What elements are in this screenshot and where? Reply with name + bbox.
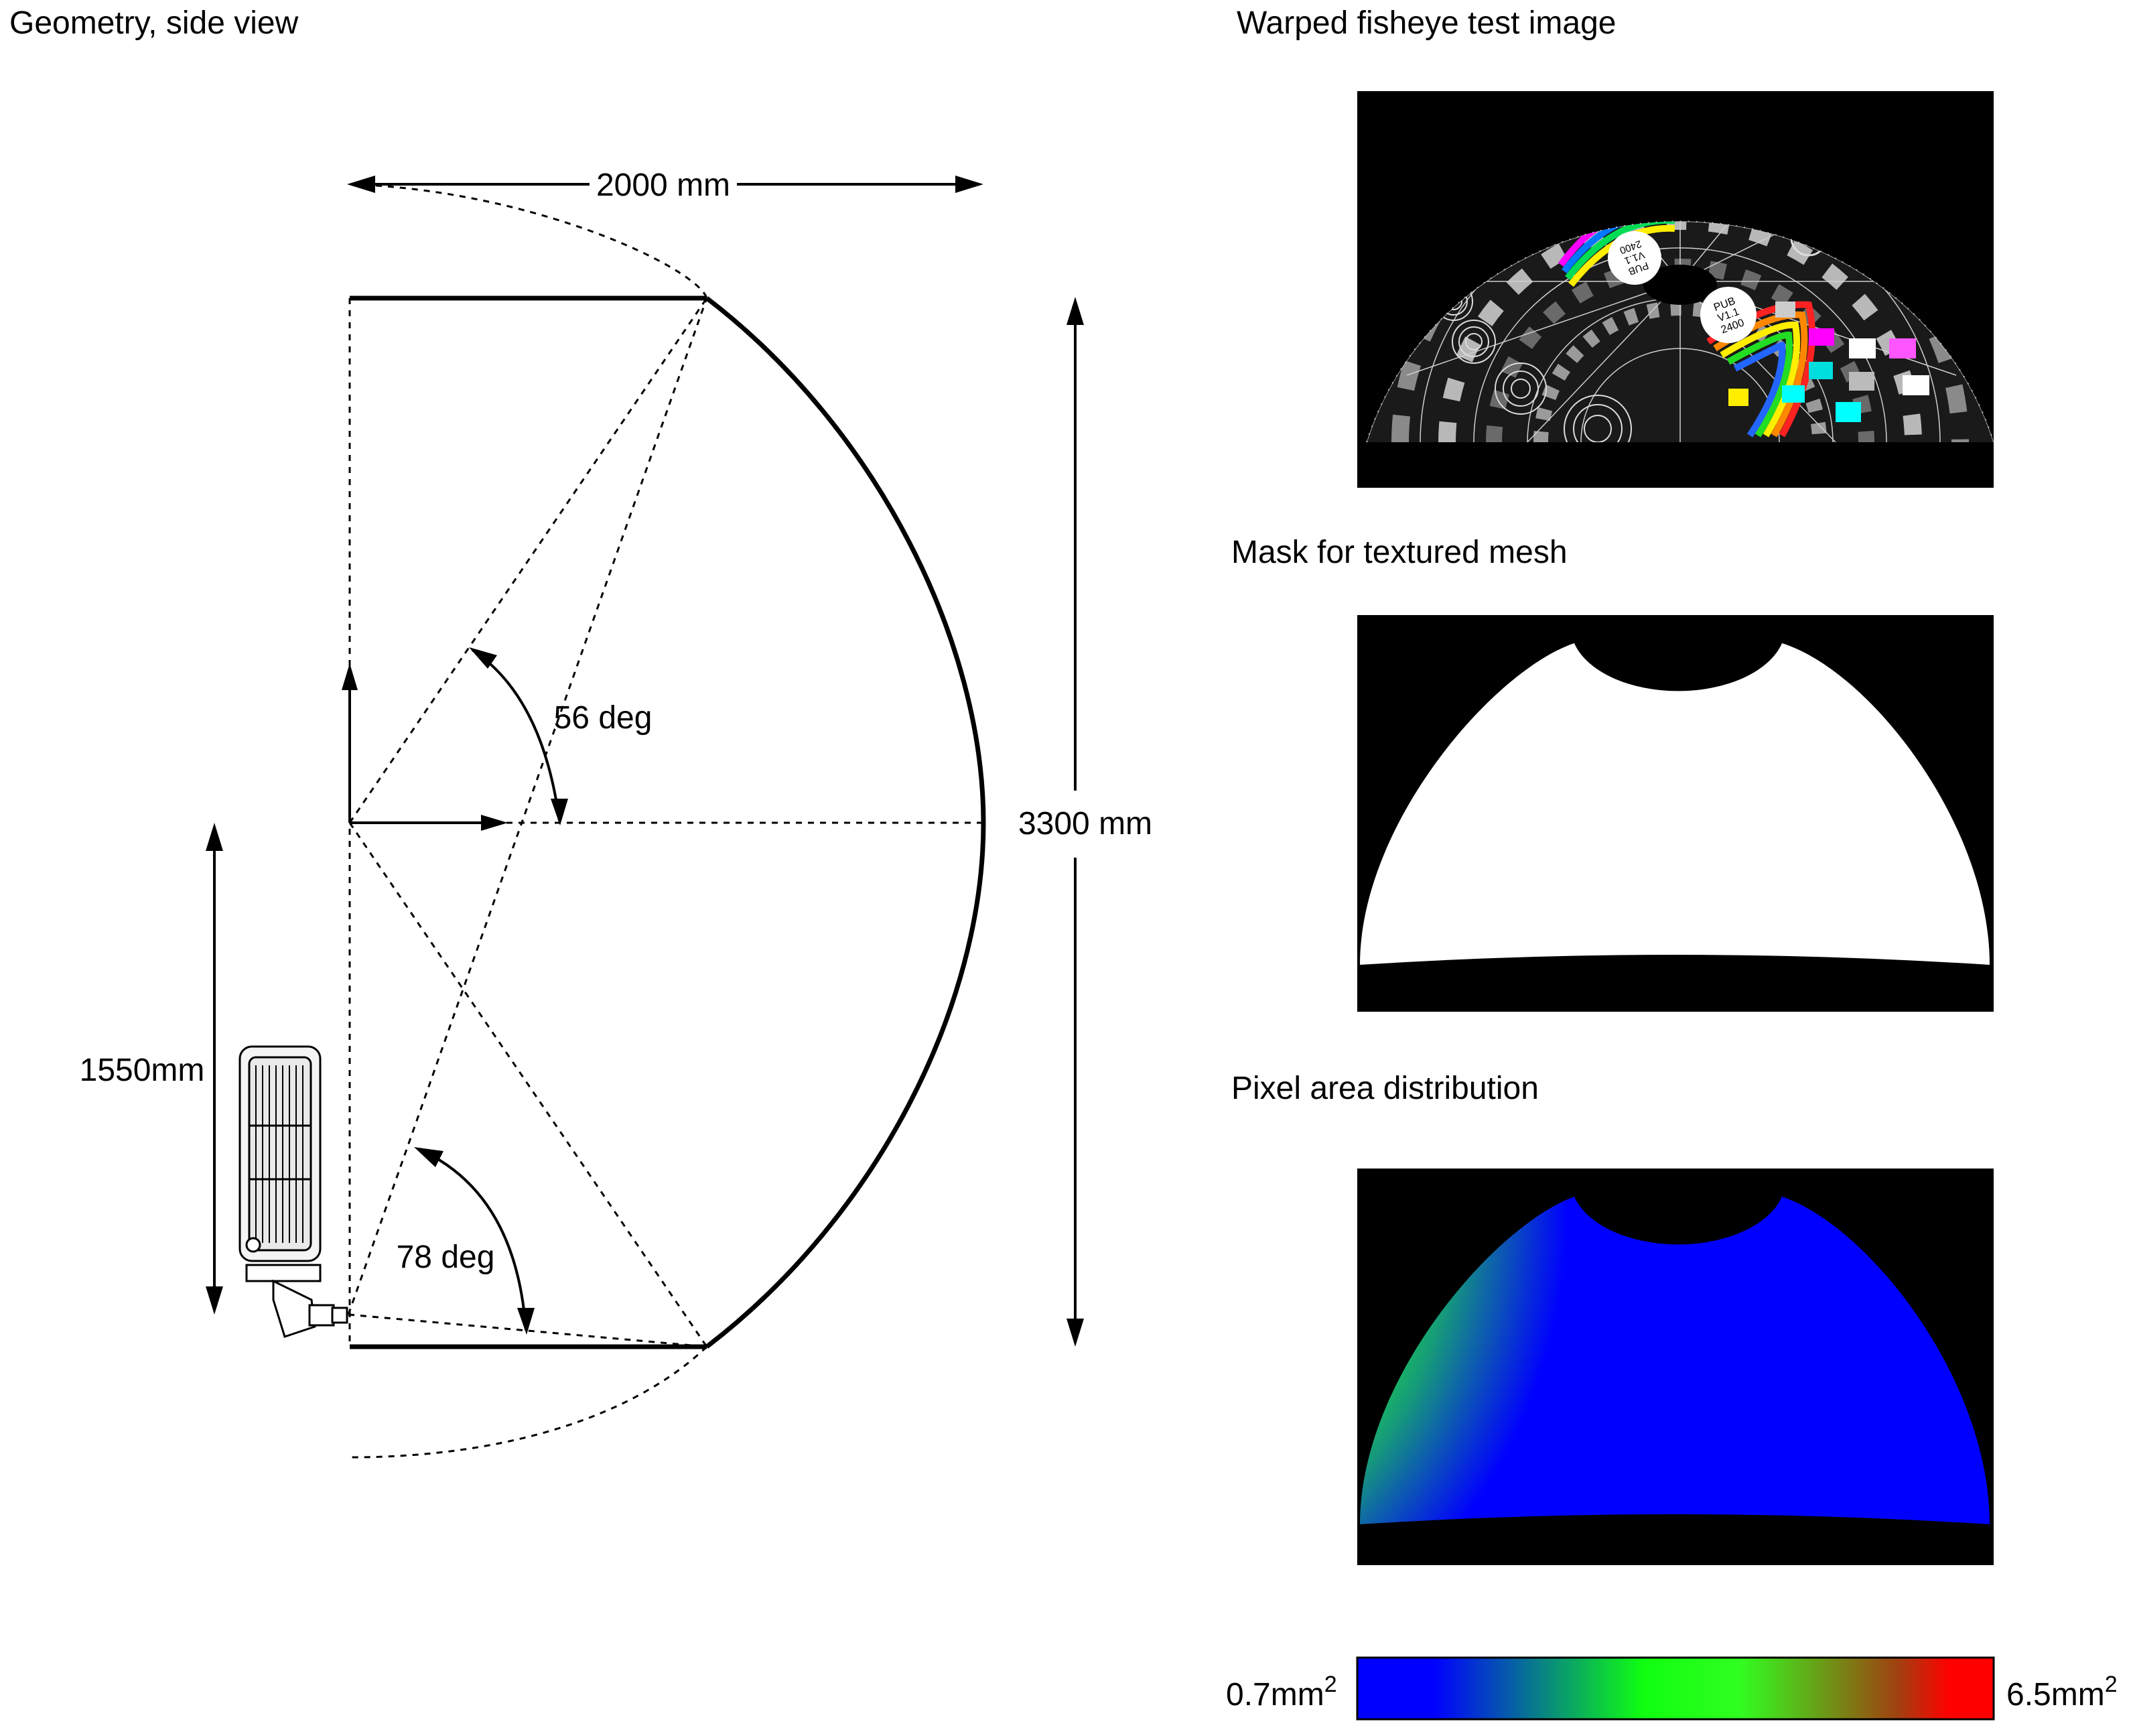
test-image-badge-b: PUB V1.1 2400: [1700, 287, 1757, 343]
lower-angle-arrowhead-a: [414, 1147, 443, 1167]
lower-angle-label: 78 deg: [397, 1240, 495, 1275]
lower-ray: [348, 822, 708, 1347]
upper-angle-label: 56 deg: [554, 700, 652, 736]
lower-angle-arrowhead-b: [517, 1308, 535, 1335]
projector-height-arrowhead-top: [206, 823, 223, 851]
width-arrowhead-left: [347, 176, 375, 193]
up-axis-arrowhead: [342, 663, 358, 690]
width-label: 2000 mm: [596, 168, 730, 203]
right-axis-arrowhead: [481, 815, 508, 831]
mask-white-region: [1360, 643, 1990, 965]
width-arrowhead-right: [955, 176, 983, 193]
upper-ray: [348, 297, 708, 823]
warped-image-title: Warped fisheye test image: [1237, 5, 1616, 41]
colorbar-max-value: 6.5mm: [2006, 1677, 2105, 1713]
upper-angle-arrowhead-a: [469, 647, 497, 669]
colorbar-min-label: 0.7mm2: [1226, 1672, 1337, 1713]
dome-surface: [705, 296, 986, 1349]
mask-image: [1357, 615, 1994, 1012]
geometry-diagram: [206, 176, 1084, 1459]
height-label: 3300 mm: [1018, 806, 1152, 842]
colorbar: 0.7mm2 6.5mm2: [1226, 1656, 2118, 1721]
projector-icon: [238, 1045, 348, 1338]
colorbar-min-exponent: 2: [1324, 1672, 1337, 1697]
geometry-title: Geometry, side view: [9, 5, 299, 41]
pixel-area-dome: [1360, 1197, 1990, 1524]
lower-angle-arc: [418, 1148, 527, 1331]
dashed-circle-top: [351, 183, 708, 299]
height-arrowhead-top: [1067, 297, 1084, 325]
test-image-badge-a: PUB V1.1 2400: [1608, 231, 1661, 285]
colorbar-min-value: 0.7mm: [1226, 1677, 1324, 1713]
projector-ray-top: [347, 297, 708, 1315]
upper-angle-arc: [471, 649, 561, 821]
upper-angle-arrowhead-b: [551, 799, 568, 825]
mask-title: Mask for textured mesh: [1231, 535, 1568, 570]
pixel-area-image: [1357, 1169, 1994, 1565]
warped-image-outer-ring: [1366, 220, 1994, 443]
pixel-area-title: Pixel area distribution: [1231, 1071, 1539, 1106]
colorbar-max-exponent: 2: [2105, 1672, 2118, 1697]
height-arrowhead-bottom: [1067, 1319, 1084, 1347]
colorbar-max-label: 6.5mm2: [2006, 1672, 2118, 1713]
projector-height-label: 1550mm: [80, 1053, 205, 1088]
colorbar-gradient: [1356, 1656, 1995, 1721]
warped-test-image: PUB V1.1 2400 PUB V1.1 2400: [1357, 91, 1994, 488]
dashed-circle-bottom: [351, 1345, 708, 1459]
projector-height-arrowhead-bottom: [206, 1286, 223, 1315]
